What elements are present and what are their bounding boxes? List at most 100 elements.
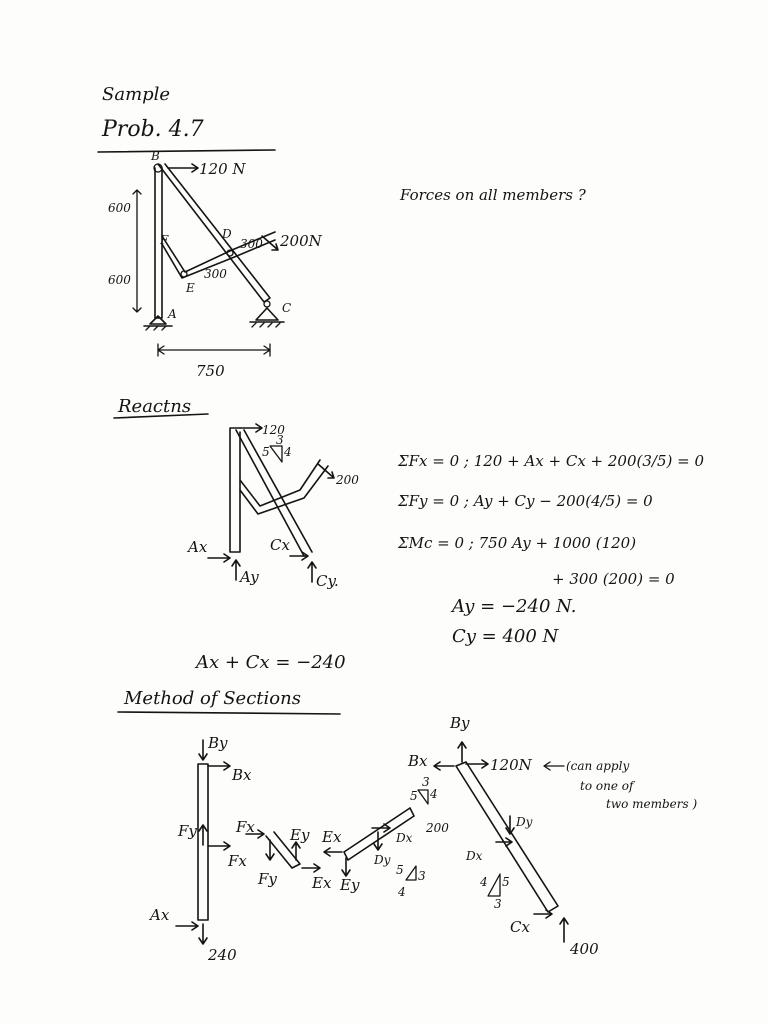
s2-fx-arrow: [245, 829, 265, 839]
eq-sum-fx: ΣFx = 0 ; 120 + Ax + Cx + 200(3/5) = 0: [397, 452, 704, 470]
load-d-label: 200N: [279, 232, 323, 250]
side-note: (can apply to one of two members ): [543, 759, 697, 811]
fbd-ay-label: Ay: [238, 568, 259, 586]
s2-ey-arrow: [291, 841, 301, 861]
s3-dy-label: Dy: [373, 853, 391, 867]
s3-slope-4: 4: [429, 787, 438, 801]
frame-figure: 120 N B 600 600 F D 300 300 E 200N A C 7…: [108, 149, 323, 380]
reactions-heading: Reactns: [117, 396, 191, 417]
s1-fy-arrow: [198, 824, 208, 846]
s3-dy-arrow: [373, 831, 383, 851]
s3-slope-3: 3: [422, 775, 430, 789]
fbd-cx-label: Cx: [270, 536, 290, 554]
s4-tri-3: 3: [494, 897, 502, 911]
height-dim-line: [132, 189, 142, 313]
fbd-load-right-label: 200: [335, 473, 359, 487]
s1-240-arrow: [198, 923, 208, 945]
span-dim-line: [157, 343, 271, 357]
s1-fx-arrow: [207, 841, 231, 851]
s3-ey-arrow: [341, 857, 351, 877]
dim-300-a-label: 300: [240, 237, 263, 251]
load-arrow-d: [261, 235, 279, 251]
s4-load-arrow: [465, 759, 489, 769]
member-ed-upper: [161, 231, 276, 273]
pin-c-icon: [263, 300, 271, 308]
s1-bx-arrow: [207, 761, 231, 771]
support-c-icon: [249, 307, 285, 323]
eq-sum-fy: ΣFy = 0 ; Ay + Cy − 200(4/5) = 0: [397, 492, 653, 510]
s3-ex-label: Ex: [321, 828, 342, 846]
section-member-ab: By Bx Fy Fx Ax 240: [148, 734, 252, 964]
result-ax-cx-sum: Ax + Cx = −240: [194, 652, 346, 673]
s1-240-label: 240: [207, 946, 237, 964]
note-line1: (can apply: [566, 759, 629, 773]
dim-span-label: 750: [196, 362, 225, 380]
fbd-slope-4: 4: [283, 445, 292, 459]
note-line2: to one of: [580, 779, 636, 793]
ground-a-hatch: [145, 325, 167, 331]
result-ay: Ay = −240 N.: [450, 596, 576, 617]
note-pointer-arrow: [543, 761, 565, 771]
ground-c-hatch: [251, 322, 281, 328]
s2-fy-arrow: [265, 839, 275, 861]
fbd-ay-arrow: [231, 559, 241, 581]
s4-by-label: By: [449, 714, 470, 732]
point-e-label: E: [185, 281, 195, 295]
question-text: Forces on all members ?: [399, 186, 587, 204]
dim-lower-label: 600: [108, 273, 131, 287]
s4-tri-5: 5: [502, 875, 510, 889]
fbd-slope-triangle: [269, 445, 283, 463]
fbd-member-ab: [229, 427, 241, 553]
reactions-underline: [113, 413, 209, 419]
equilibrium-equations: ΣFx = 0 ; 120 + Ax + Cx + 200(3/5) = 0 Σ…: [194, 452, 704, 673]
s3-dx-arrow: [371, 823, 391, 833]
s1-ax-arrow: [175, 921, 199, 931]
fbd-member-ed: [239, 459, 329, 515]
s1-fy-label: Fy: [177, 822, 197, 840]
s3-slope-triangle: [417, 789, 429, 805]
eq-sum-mc: ΣMc = 0 ; 750 Ay + 1000 (120): [397, 534, 636, 552]
s4-dx-arrow: [495, 837, 513, 847]
eq-sum-mc-cont: + 300 (200) = 0: [552, 570, 675, 588]
point-b-label: B: [150, 149, 160, 163]
s4-dx-label: Dx: [465, 849, 483, 863]
title-line2: Prob. 4.7: [101, 117, 204, 142]
s2-ex-arrow: [301, 863, 321, 873]
point-a-label: A: [167, 307, 177, 321]
s4-bar: [455, 761, 559, 913]
s1-fx-label: Fx: [227, 852, 247, 870]
s1-by-label: By: [207, 734, 228, 752]
sections-underline: [117, 711, 341, 715]
section-member-bc: By Bx 120N Dy Dx 4 5 3 Cx 400: [407, 714, 599, 958]
result-cy: Cy = 400 N: [452, 626, 560, 647]
pin-b-icon: [153, 163, 163, 173]
s3-tri-4: 4: [397, 885, 406, 899]
dim-upper-label: 600: [108, 201, 131, 215]
fbd-cy-label: Cy.: [316, 572, 339, 590]
s4-dy-label: Dy: [515, 815, 533, 829]
fbd-cy-arrow: [307, 561, 317, 583]
s1-bx-label: Bx: [231, 766, 252, 784]
s3-slope-5: 5: [410, 789, 418, 803]
s4-bx-arrow: [433, 761, 455, 771]
s4-cy-arrow: [559, 917, 569, 943]
fbd-cx-arrow: [289, 551, 309, 561]
s4-cx-label: Cx: [510, 918, 530, 936]
s3-load-label: 200: [425, 821, 449, 835]
s3-geo-triangle: [405, 865, 417, 881]
sections-heading: Method of Sections: [123, 688, 301, 709]
s3-bar: [343, 807, 415, 861]
s2-fx-label: Fx: [235, 818, 255, 836]
s4-load-label: 120N: [490, 756, 533, 774]
fbd-load-top-arrow: [239, 423, 263, 433]
s2-ey-label: Ey: [289, 826, 310, 844]
fbd-load-top-label: 120: [262, 423, 285, 437]
s3-dx-label: Dx: [395, 831, 413, 845]
title-underline: [97, 149, 276, 153]
s1-by-arrow: [198, 739, 208, 761]
fbd-slope-3: 3: [276, 433, 284, 447]
section-member-ed: Ex Ey Dx Dy 5 3 4 200 5 3 4: [321, 775, 449, 899]
point-d-label: D: [221, 227, 232, 241]
